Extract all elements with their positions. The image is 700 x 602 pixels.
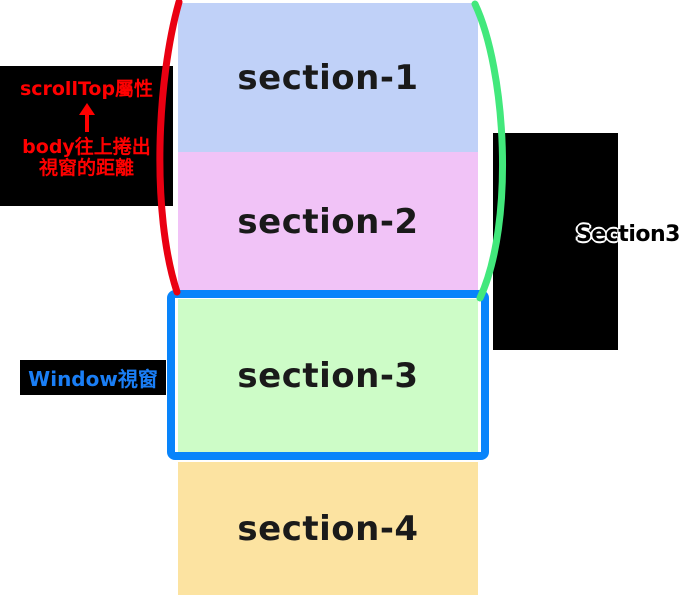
section-2-block: section-2: [178, 152, 478, 291]
scrolltop-desc-line2: 視窗的距離: [38, 157, 134, 179]
section-1-label: section-1: [237, 57, 419, 98]
right-annotation-text: Section3: [576, 222, 680, 247]
section-2-label: section-2: [237, 201, 419, 242]
section-4-block: section-4: [178, 462, 478, 595]
window-viewport-frame: [167, 290, 489, 460]
window-label-text: Window視窗: [28, 367, 158, 391]
scrolltop-property-text: scrollTop屬性: [19, 78, 154, 100]
scrolltop-annotation-box: scrollTop屬性 body往上捲出 視窗的距離: [0, 66, 173, 206]
section-3-block: section-3: [178, 299, 478, 452]
right-annotation-box: [493, 133, 618, 350]
section-1-block: section-1: [178, 3, 478, 152]
scrolltop-desc-line1: body往上捲出: [22, 136, 151, 158]
window-label-box: Window視窗: [20, 360, 166, 395]
section-4-label: section-4: [237, 508, 419, 549]
up-arrow-icon: [78, 102, 96, 134]
section-3-label: section-3: [237, 355, 419, 396]
